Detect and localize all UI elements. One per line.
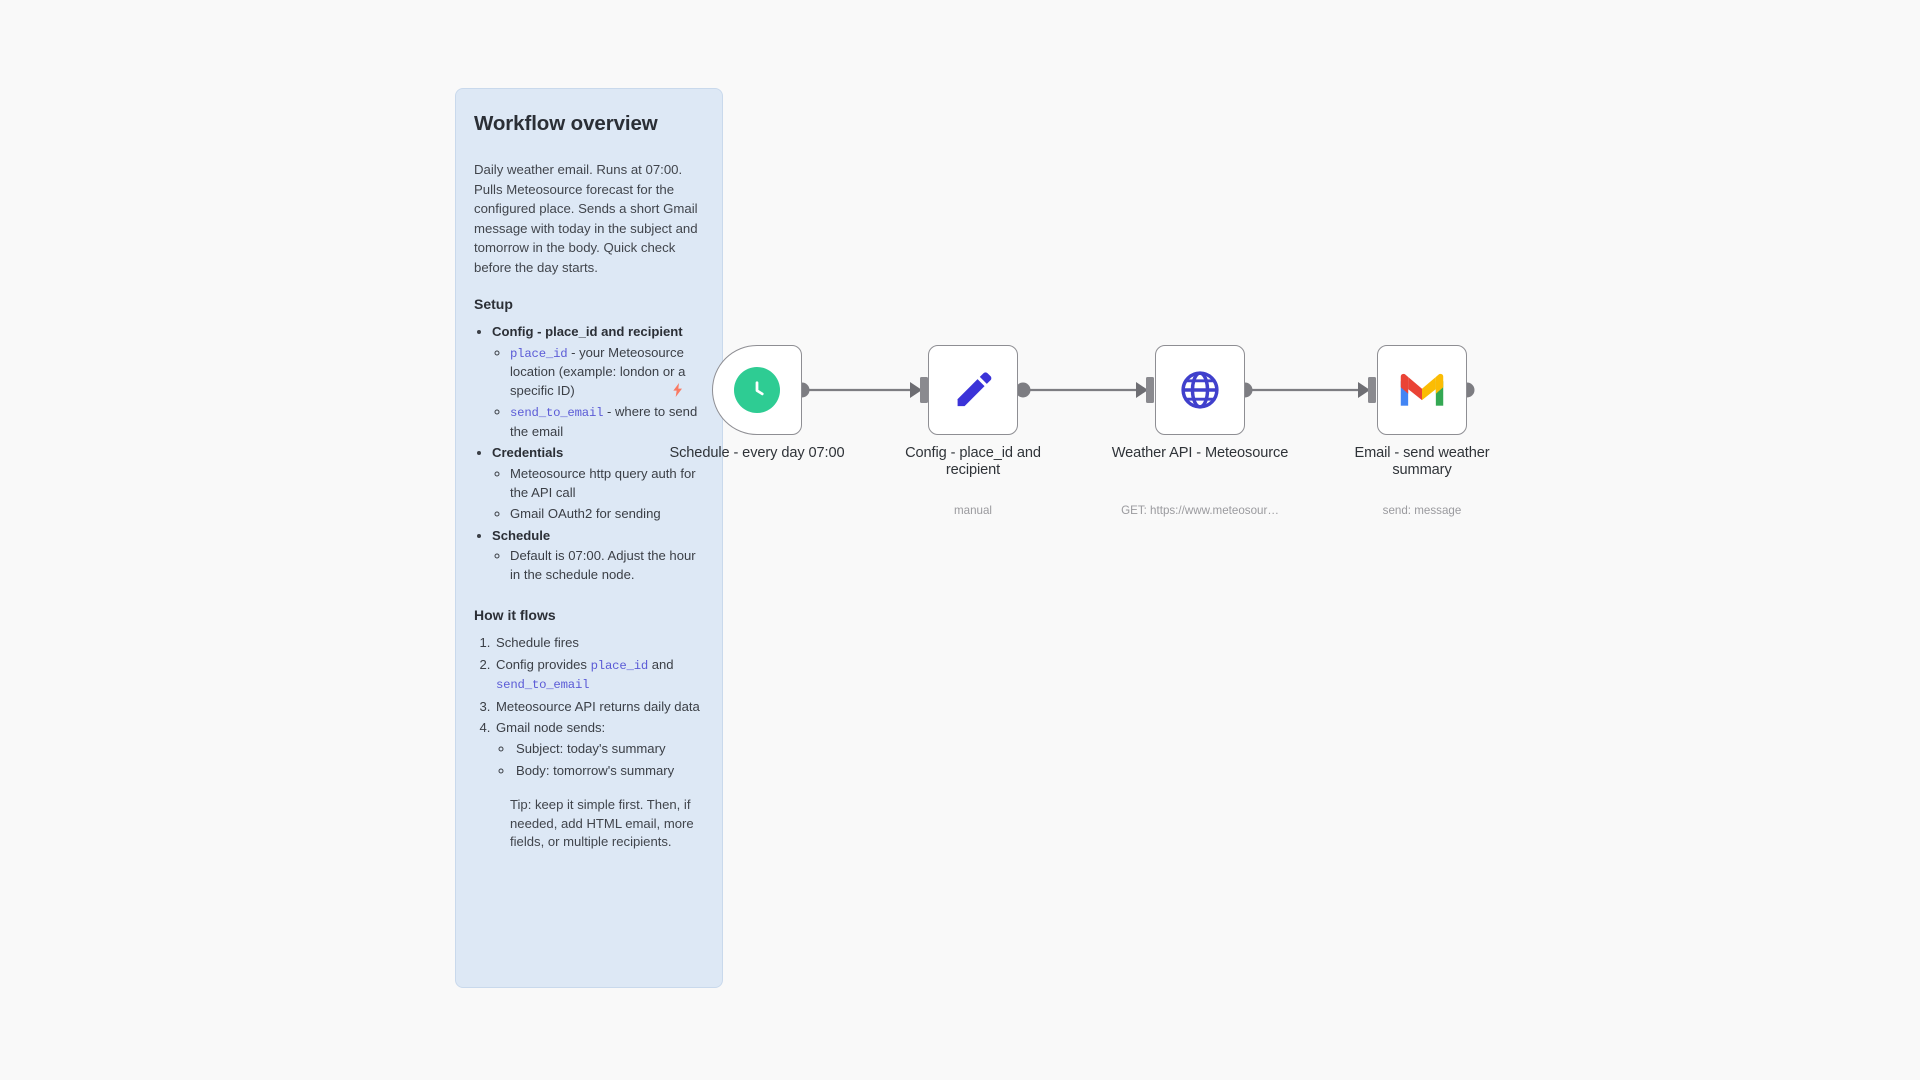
setup-subitem-gmail-oauth: Gmail OAuth2 for sending bbox=[510, 505, 704, 524]
node-weather-api-box[interactable] bbox=[1155, 345, 1245, 435]
node-weather-api-label: Weather API - Meteosource bbox=[1111, 445, 1289, 461]
code-send-to-email: send_to_email bbox=[510, 406, 604, 421]
flow-step-2-pre: Config provides bbox=[496, 656, 591, 672]
setup-subitem-default-hour: Default is 07:00. Adjust the hour in the… bbox=[510, 547, 704, 584]
setup-item-schedule-label: Schedule bbox=[492, 527, 551, 543]
flow-step-1: Schedule fires bbox=[494, 634, 704, 653]
connector-schedule-to-config bbox=[794, 377, 928, 403]
setup-item-config-children: place_id - your Meteosource location (ex… bbox=[492, 344, 704, 442]
setup-item-schedule: Schedule Default is 07:00. Adjust the ho… bbox=[492, 527, 704, 585]
node-email-subtitle: send: message bbox=[1382, 504, 1462, 517]
gmail-subject-item: Subject: today's summary bbox=[514, 740, 704, 759]
node-config-subtitle: manual bbox=[953, 504, 993, 517]
gmail-sub-list: Subject: today's summary Body: tomorrow'… bbox=[496, 740, 704, 780]
gmail-icon bbox=[1400, 373, 1444, 406]
connector-config-to-weather bbox=[1015, 377, 1154, 403]
setup-subitem-send-to-email: send_to_email - where to send the email bbox=[510, 403, 704, 441]
connector-weather-to-email bbox=[1237, 377, 1376, 403]
setup-subitem-place-id: place_id - your Meteosource location (ex… bbox=[510, 344, 704, 401]
sticky-note-title: Workflow overview bbox=[474, 112, 658, 135]
sticky-note-tip: Tip: keep it simple first. Then, if need… bbox=[510, 797, 694, 850]
flow-step-2: Config provides place_id and send_to_ema… bbox=[494, 656, 704, 695]
setup-item-schedule-children: Default is 07:00. Adjust the hour in the… bbox=[492, 547, 704, 584]
globe-icon bbox=[1181, 371, 1219, 409]
how-it-flows-list: Schedule fires Config provides place_id … bbox=[474, 634, 704, 780]
code-place-id-flow: place_id bbox=[590, 658, 649, 673]
clock-icon bbox=[734, 367, 780, 413]
gmail-body-item: Body: tomorrow's summary bbox=[514, 762, 704, 781]
code-place-id: place_id bbox=[510, 346, 568, 361]
setup-item-config: Config - place_id and recipient place_id… bbox=[492, 323, 704, 441]
pencil-icon bbox=[957, 372, 992, 407]
node-config-label: Config - place_id and recipient bbox=[905, 445, 1041, 478]
code-send-to-email-flow: send_to_email bbox=[496, 678, 590, 693]
node-email-box[interactable] bbox=[1377, 345, 1467, 435]
flow-step-4-text: Gmail node sends: bbox=[496, 720, 606, 736]
flow-step-2-mid: and bbox=[648, 656, 674, 672]
setup-heading: Setup bbox=[474, 296, 513, 313]
node-email-label: Email - send weather summary bbox=[1354, 445, 1490, 478]
setup-list: Config - place_id and recipient place_id… bbox=[474, 323, 704, 584]
node-schedule-box[interactable] bbox=[712, 345, 802, 435]
setup-subitem-place-id-text: - your Meteosource location (example: lo… bbox=[510, 344, 686, 398]
setup-item-credentials-label: Credentials bbox=[492, 445, 564, 461]
flow-step-3: Meteosource API returns daily data bbox=[494, 698, 704, 717]
setup-item-credentials-children: Meteosource http query auth for the API … bbox=[492, 465, 704, 524]
node-config-box[interactable] bbox=[928, 345, 1018, 435]
sticky-note[interactable]: Workflow overview Daily weather email. R… bbox=[455, 88, 723, 988]
setup-subitem-send-to-email-text: - where to send the email bbox=[510, 404, 698, 439]
node-weather-api-subtitle: GET: https://www.meteosour… bbox=[1121, 504, 1279, 517]
how-it-flows-heading: How it flows bbox=[474, 607, 556, 624]
setup-subitem-meteosource-auth: Meteosource http query auth for the API … bbox=[510, 465, 704, 502]
setup-item-credentials: Credentials Meteosource http query auth … bbox=[492, 444, 704, 523]
sticky-note-description: Daily weather email. Runs at 07:00. Pull… bbox=[474, 162, 698, 275]
flow-step-4: Gmail node sends: Subject: today's summa… bbox=[494, 719, 704, 780]
node-schedule-label: Schedule - every day 07:00 bbox=[669, 445, 845, 461]
setup-item-config-label: Config - place_id and recipient bbox=[492, 324, 683, 340]
